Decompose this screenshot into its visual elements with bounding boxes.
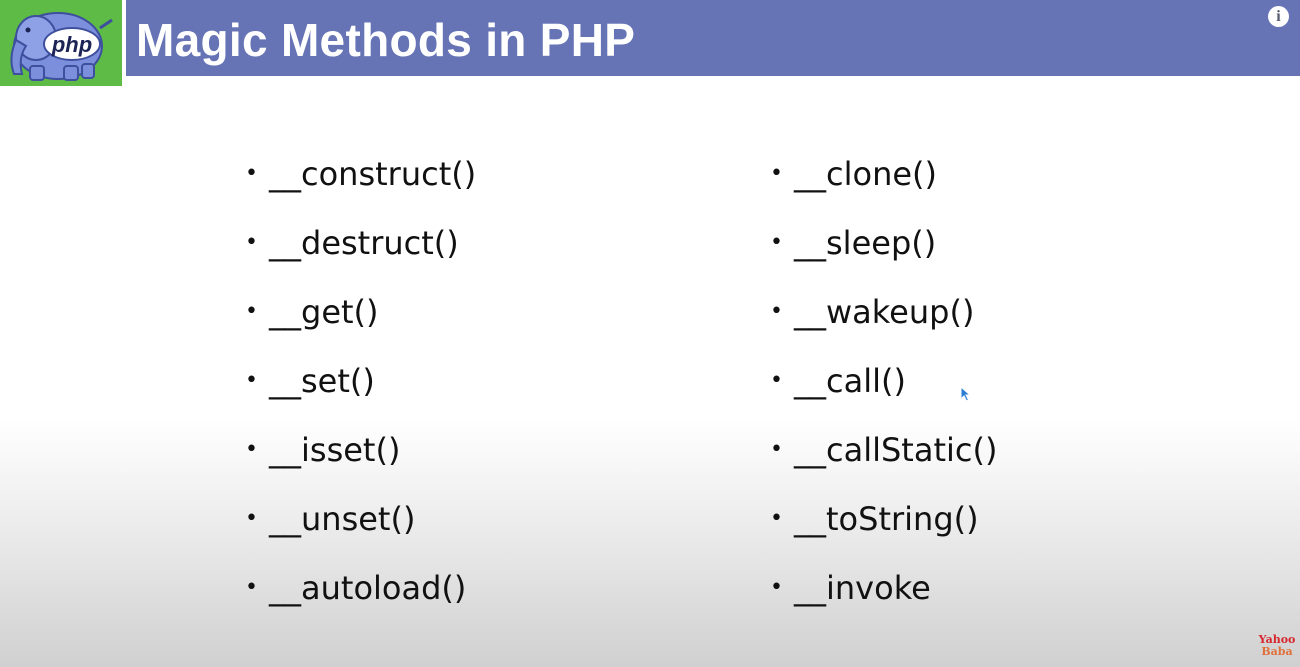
method-name: __sleep() (794, 224, 937, 262)
info-icon[interactable]: i (1268, 6, 1289, 27)
php-logo-text: php (51, 32, 92, 57)
list-item: • __destruct() (245, 219, 476, 288)
bullet: • (245, 437, 258, 462)
method-name: __destruct() (269, 224, 459, 262)
method-name: __set() (269, 362, 375, 400)
list-item: • __callStatic() (770, 426, 997, 495)
list-item: • __unset() (245, 495, 476, 564)
method-name: __get() (269, 293, 379, 331)
method-list-left: • __construct() • __destruct() • __get() • _… (245, 150, 476, 633)
list-item: • __invoke (770, 564, 997, 633)
method-name: __invoke (794, 569, 931, 607)
bullet: • (245, 161, 258, 186)
list-item: • __construct() (245, 150, 476, 219)
watermark-line1: Yahoo (1258, 633, 1296, 646)
method-list-right: • __clone() • __sleep() • __wakeup() • __cal… (770, 150, 997, 633)
list-item: • __set() (245, 357, 476, 426)
channel-watermark: Yahoo Baba (1256, 634, 1298, 658)
bullet: • (770, 506, 783, 531)
bullet: • (770, 299, 783, 324)
bullet: • (245, 506, 258, 531)
bullet: • (770, 161, 783, 186)
bullet: • (770, 230, 783, 255)
bullet: • (245, 368, 258, 393)
method-name: __isset() (269, 431, 401, 469)
slide-title: Magic Methods in PHP (136, 14, 636, 66)
list-item: • __get() (245, 288, 476, 357)
method-name: __call() (794, 362, 906, 400)
php-elephant-icon: php (10, 12, 113, 81)
list-item: • __call() (770, 357, 997, 426)
bullet: • (245, 230, 258, 255)
list-item: • __clone() (770, 150, 997, 219)
method-name: __unset() (269, 500, 416, 538)
bullet: • (770, 368, 783, 393)
bullet: • (770, 575, 783, 600)
bullet: • (245, 299, 258, 324)
bullet: • (770, 437, 783, 462)
method-name: __construct() (269, 155, 477, 193)
list-item: • __autoload() (245, 564, 476, 633)
method-name: __autoload() (269, 569, 467, 607)
bullet: • (245, 575, 258, 600)
method-name: __wakeup() (794, 293, 975, 331)
php-logo: php (0, 0, 122, 86)
title-bar (126, 0, 1300, 76)
list-item: • __isset() (245, 426, 476, 495)
list-item: • __wakeup() (770, 288, 997, 357)
watermark-line2: Baba (1261, 645, 1293, 658)
list-item: • __sleep() (770, 219, 997, 288)
method-name: __callStatic() (794, 431, 998, 469)
mouse-pointer-icon (960, 386, 972, 402)
list-item: • __toString() (770, 495, 997, 564)
method-name: __clone() (794, 155, 937, 193)
method-name: __toString() (794, 500, 979, 538)
